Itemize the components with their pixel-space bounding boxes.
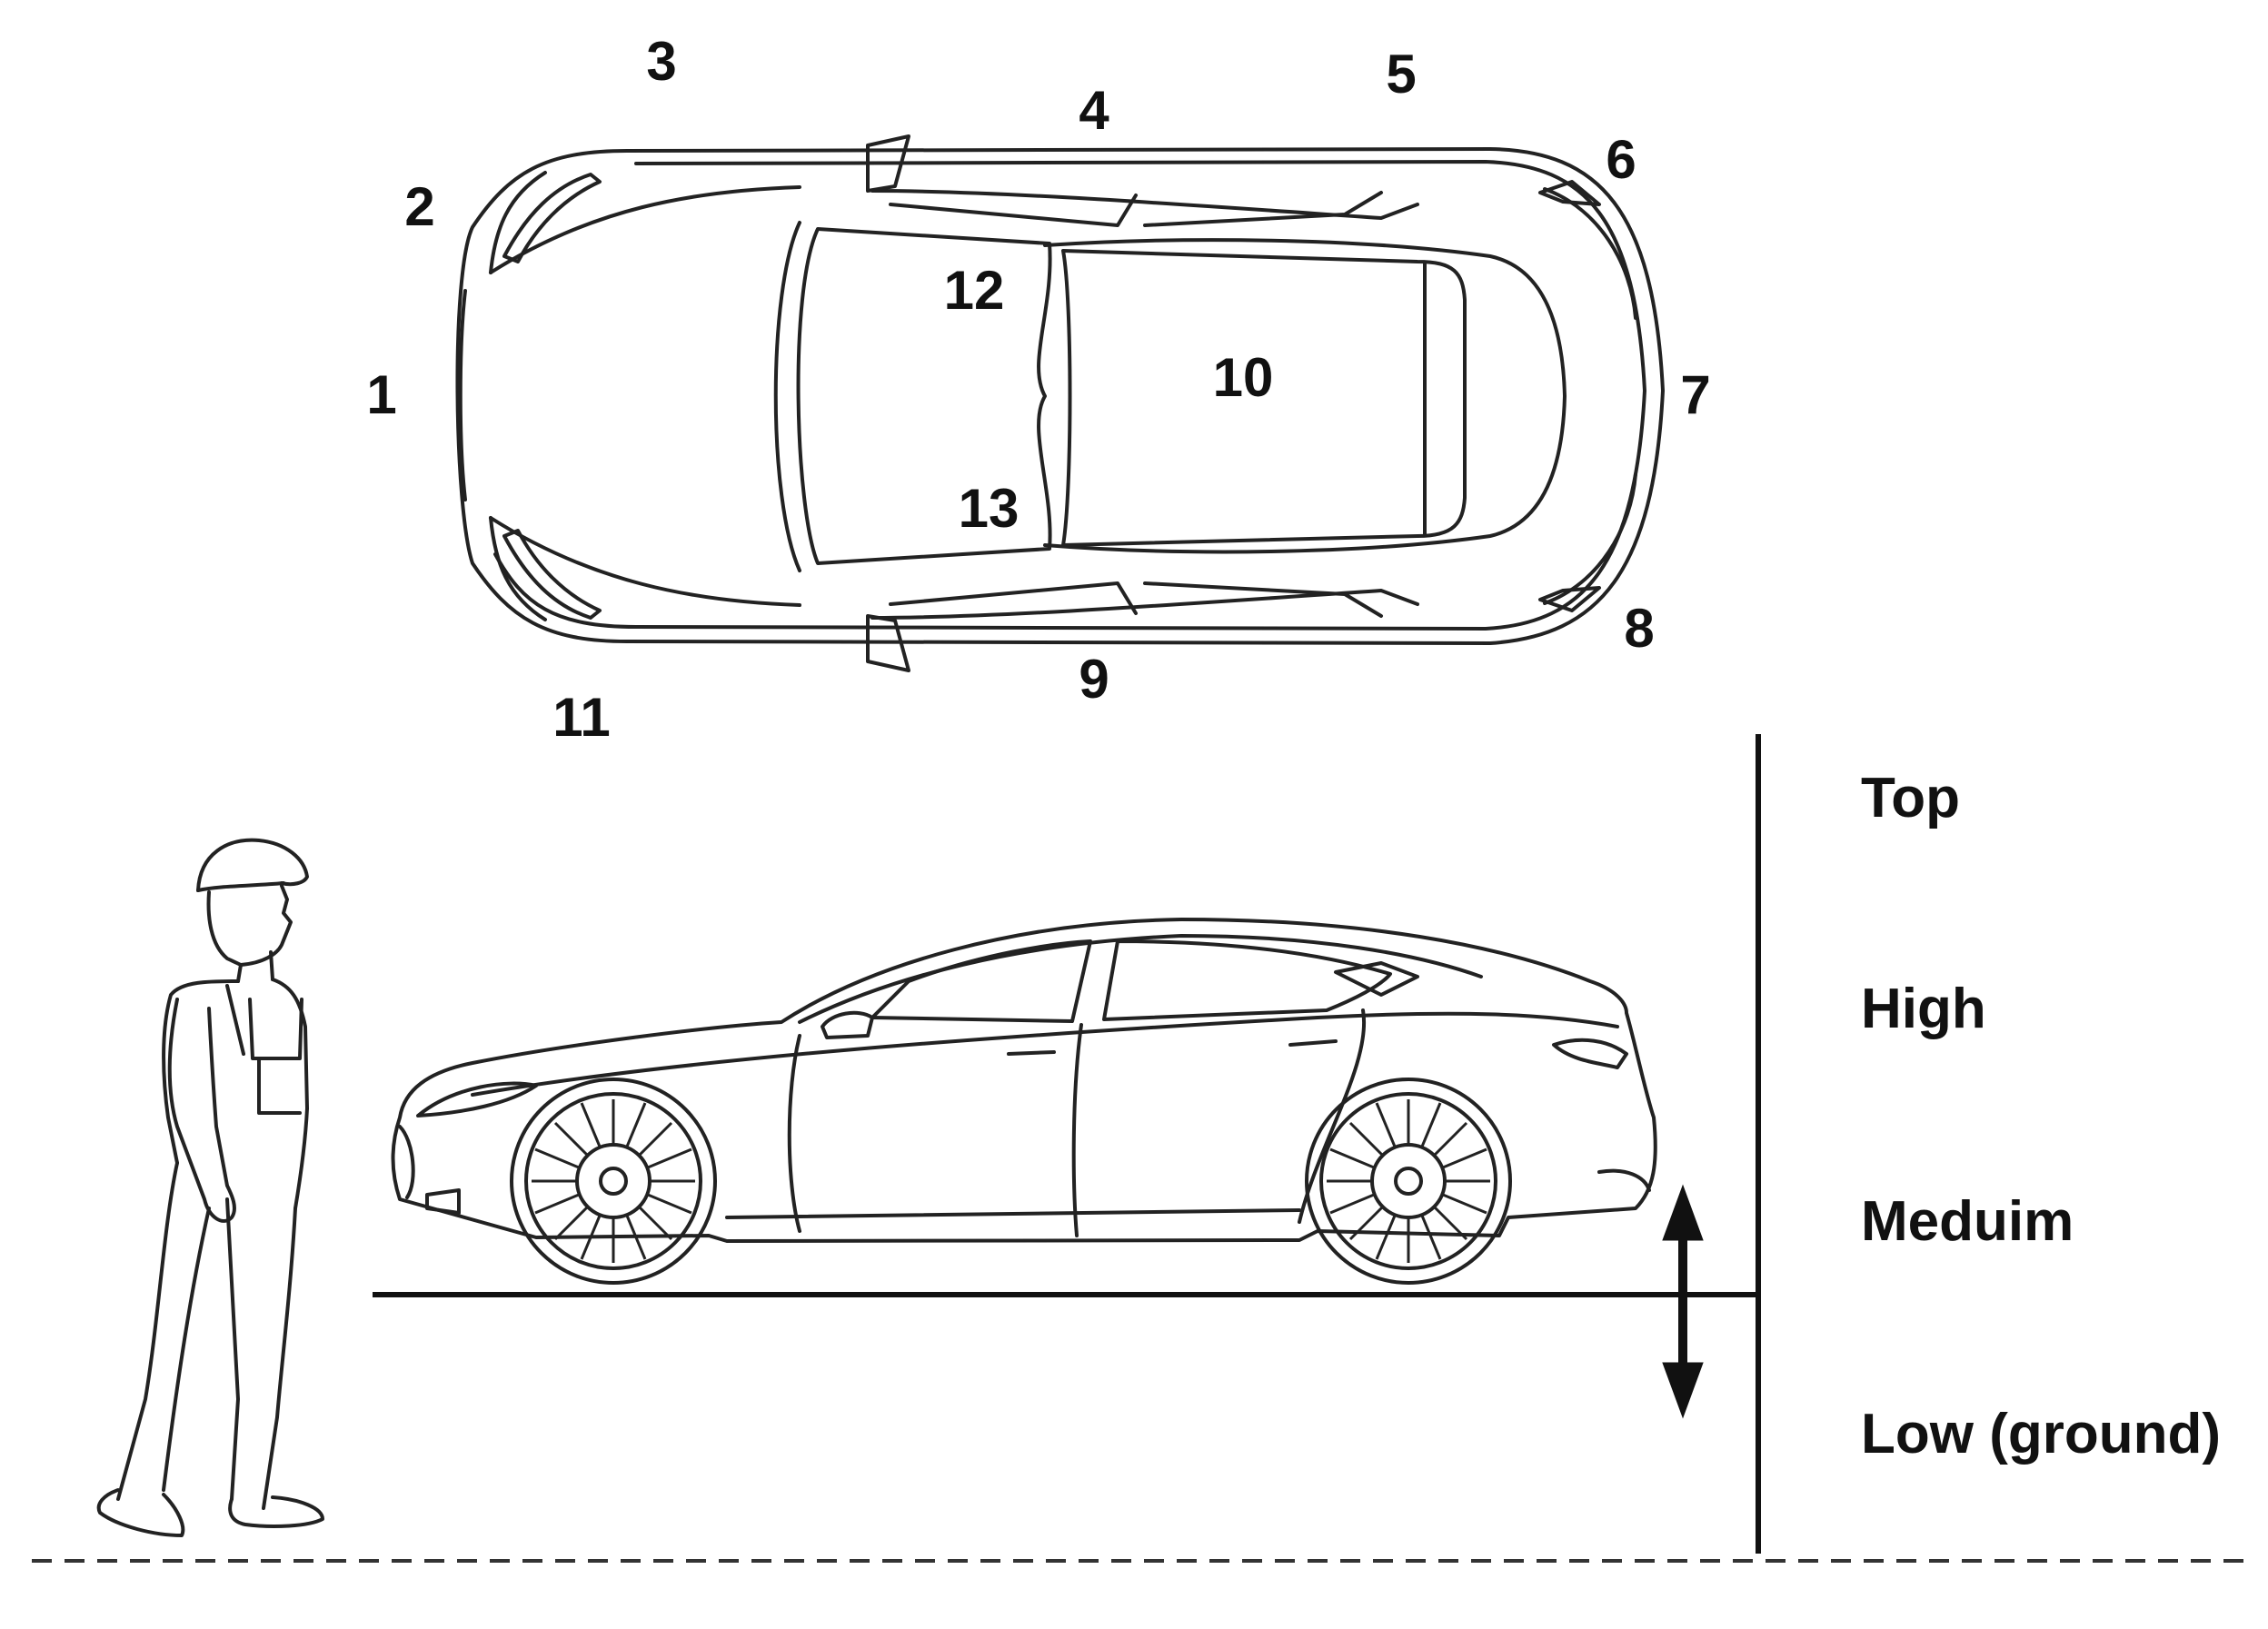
position-label-2: 2: [404, 176, 434, 237]
position-label-13: 13: [959, 478, 1020, 539]
position-label-1: 1: [366, 364, 396, 425]
front-wheel-icon: [510, 1078, 717, 1285]
person-standing-icon: [96, 838, 324, 1537]
car-side-view-icon: [391, 918, 1657, 1243]
position-label-11: 11: [552, 687, 610, 748]
height-level-medium: Meduim: [1861, 1190, 2074, 1253]
position-label-8: 8: [1624, 598, 1654, 659]
position-label-5: 5: [1386, 44, 1416, 104]
double-arrow-vertical-icon: [1662, 1184, 1704, 1419]
position-label-10: 10: [1213, 347, 1274, 408]
position-label-12: 12: [944, 260, 1005, 321]
car-top-view-icon: [455, 134, 1665, 672]
height-level-low: Low (ground): [1861, 1403, 2221, 1465]
position-label-9: 9: [1079, 649, 1109, 710]
position-label-6: 6: [1606, 129, 1636, 190]
height-level-top: Top: [1861, 767, 1961, 829]
position-label-7: 7: [1680, 364, 1710, 425]
position-label-4: 4: [1079, 80, 1109, 141]
rear-wheel-icon: [1305, 1078, 1512, 1285]
position-label-3: 3: [646, 31, 676, 92]
height-level-high: High: [1861, 978, 1986, 1040]
